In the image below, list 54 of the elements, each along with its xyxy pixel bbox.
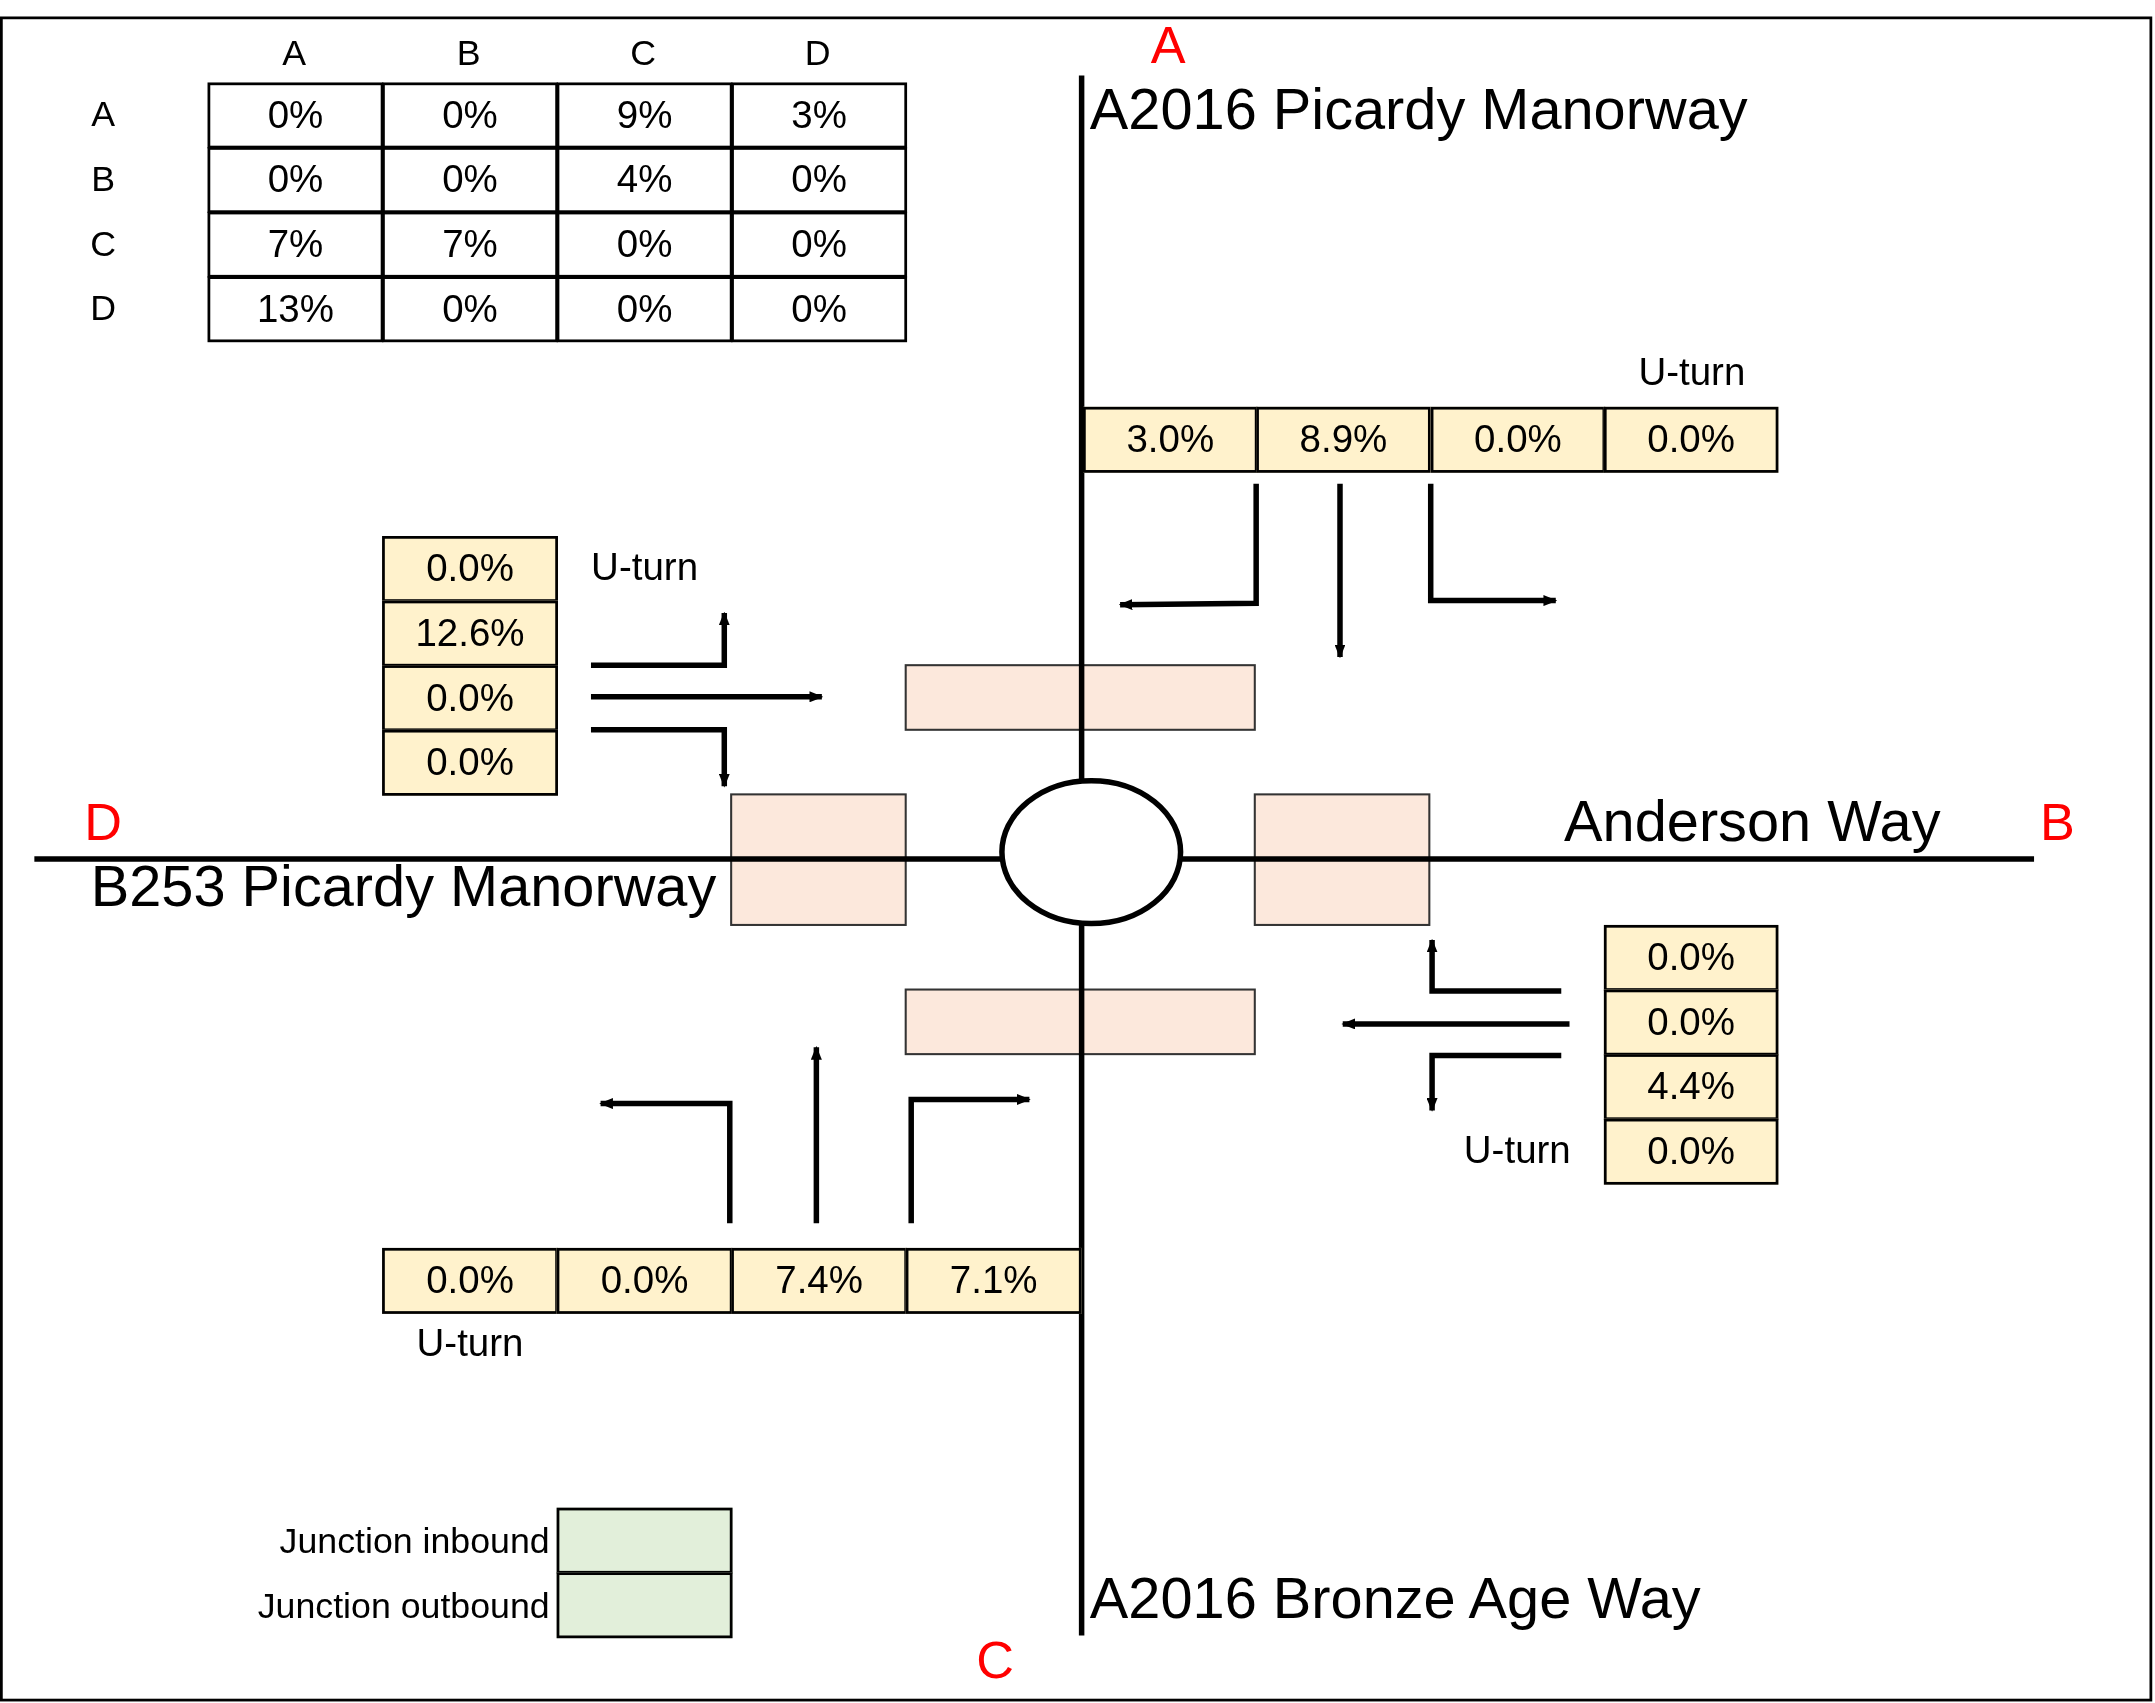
column-header: C	[630, 34, 657, 71]
table-cell: 0%	[382, 147, 558, 214]
percentage-cell: 12.6%	[382, 600, 558, 667]
percentage-cell: 0.0%	[1603, 1118, 1779, 1185]
legend-label: Junction outbound	[257, 1587, 550, 1624]
table-cell: 0%	[731, 211, 908, 278]
table-cell: 0%	[207, 147, 384, 214]
table-cell: 3%	[731, 82, 908, 149]
percentage-cell: 0.0%	[382, 1247, 558, 1314]
road-name: A2016 Bronze Age Way	[1089, 1569, 1701, 1628]
row-header: C	[90, 225, 116, 262]
movement-label: U-turn	[591, 548, 699, 587]
table-cell: 0%	[382, 82, 558, 149]
table-cell: 0%	[731, 147, 908, 214]
table-cell: 7%	[207, 211, 384, 278]
column-header: B	[456, 34, 481, 71]
legend-label: Junction inbound	[279, 1522, 550, 1559]
movement-label: U-turn	[1638, 353, 1746, 392]
percentage-cell: 0.0%	[556, 1247, 733, 1314]
percentage-cell: 7.4%	[731, 1247, 908, 1314]
table-cell: 0%	[731, 276, 908, 343]
row-header: A	[91, 96, 115, 132]
road-name: A2016 Picardy Manorway	[1089, 81, 1748, 139]
column-header: A	[282, 34, 307, 71]
percentage-cell: 0.0%	[1603, 989, 1779, 1056]
arm-letter: C	[976, 1634, 1014, 1687]
table-cell: 7%	[382, 211, 558, 278]
percentage-cell: 8.9%	[1256, 406, 1431, 473]
column-header: D	[804, 34, 831, 71]
row-header: B	[91, 160, 115, 197]
table-cell: 0%	[382, 276, 558, 343]
percentage-cell: 4.4%	[1603, 1054, 1779, 1121]
percentage-cell: 0.0%	[1430, 406, 1606, 473]
table-cell: 0%	[556, 276, 733, 343]
movement-label: U-turn	[416, 1324, 524, 1364]
percentage-cell: 3.0%	[1083, 406, 1258, 473]
percentage-cell: 7.1%	[905, 1247, 1082, 1314]
arm-letter: D	[84, 795, 122, 848]
table-cell: 0%	[556, 211, 733, 278]
row-header: D	[90, 290, 116, 326]
percentage-cell: 0.0%	[1603, 406, 1779, 473]
movement-label: U-turn	[1463, 1131, 1571, 1170]
table-cell: 4%	[556, 147, 733, 214]
table-cell: 0%	[207, 82, 384, 149]
table-cell: 13%	[207, 276, 384, 343]
percentage-cell: 0.0%	[382, 536, 558, 602]
percentage-cell: 0.0%	[382, 665, 558, 732]
arm-letter: B	[2040, 795, 2075, 848]
percentage-cell: 0.0%	[382, 729, 558, 796]
percentage-cell: 0.0%	[1603, 924, 1779, 991]
table-cell: 9%	[556, 82, 733, 149]
road-name: B253 Picardy Manorway	[90, 857, 717, 916]
road-name: Anderson Way	[1564, 793, 1941, 851]
arm-letter: A	[1150, 19, 1186, 72]
